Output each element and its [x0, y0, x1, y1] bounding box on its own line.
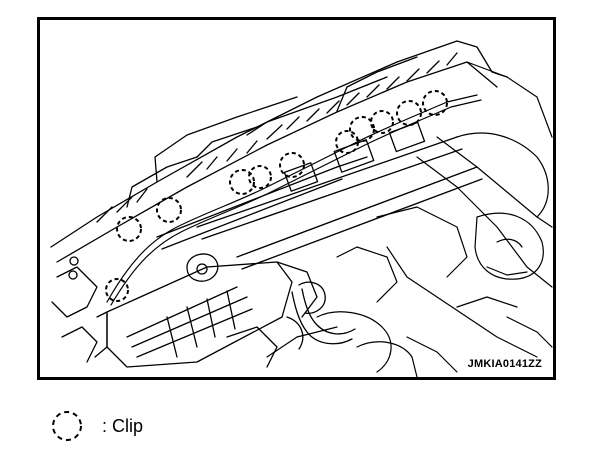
legend: : Clip — [50, 408, 143, 444]
clip-callout-icon — [422, 90, 448, 116]
clip-callouts — [105, 90, 448, 302]
clip-callout-icon — [229, 169, 255, 195]
figure-code: JMKIA0141ZZ — [467, 358, 542, 370]
legend-label: : Clip — [102, 415, 144, 436]
clip-callout-icon — [349, 116, 375, 142]
clip-callout-icon — [396, 100, 422, 126]
engine-bay-drawing — [37, 17, 556, 380]
clip-callout-icon — [335, 130, 359, 154]
clip-callout-icon — [370, 110, 394, 134]
clip-callout-icon — [279, 152, 305, 178]
engine-harness-illustration: JMKIA0141ZZ — [37, 17, 556, 380]
clip-callout-icon — [248, 165, 272, 189]
clip-callout-icon — [105, 278, 129, 302]
clip-callout-icon — [156, 197, 182, 223]
dashed-circle-icon — [52, 411, 82, 441]
clip-callout-icon — [116, 216, 142, 242]
